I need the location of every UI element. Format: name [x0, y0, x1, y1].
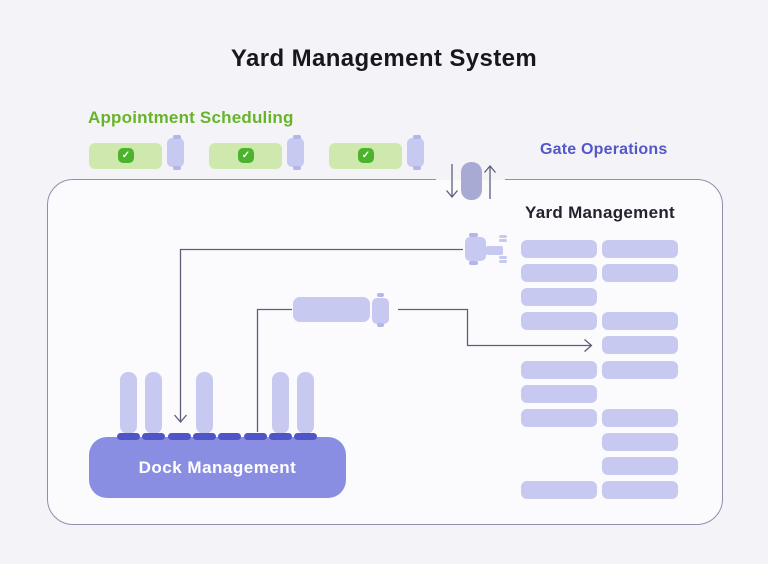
dock-door	[218, 433, 242, 440]
docked-trailer	[145, 372, 163, 434]
yard-slot	[602, 432, 678, 451]
wheel-icon	[469, 261, 478, 265]
tractor-cab	[465, 237, 486, 261]
docked-trailer	[120, 372, 137, 434]
yard-slot	[602, 264, 678, 283]
gate-operations-label: Gate Operations	[540, 141, 668, 158]
dock-door	[142, 433, 166, 440]
docked-trailer	[297, 372, 315, 434]
dock-door	[268, 433, 292, 440]
dock-door	[243, 433, 267, 440]
moving-truck-icon	[293, 292, 396, 328]
yard-slot	[521, 408, 597, 427]
yard-slot	[602, 456, 678, 475]
dock-door	[192, 433, 216, 440]
check-icon: ✓	[118, 148, 134, 163]
scheduled-truck-2: ✓	[209, 135, 304, 171]
truck-trailer	[293, 297, 370, 322]
gate-icon	[461, 162, 482, 200]
dock-door	[117, 433, 140, 440]
yard-slot	[521, 288, 597, 307]
truck-cab	[167, 138, 184, 167]
wheel-icon	[499, 256, 507, 259]
yard-slot	[521, 264, 597, 283]
yard-slot	[602, 360, 678, 379]
wheel-icon	[499, 260, 507, 263]
yard-slot	[521, 312, 597, 331]
page-title: Yard Management System	[230, 45, 538, 72]
yard-tractor-icon	[465, 233, 507, 266]
docked-trailer	[195, 372, 213, 434]
yard-slot	[521, 481, 597, 499]
wheel-icon	[377, 323, 384, 327]
dock-door	[167, 433, 191, 440]
dock-door	[294, 433, 318, 440]
tractor-hitch	[486, 246, 503, 255]
wheel-icon	[377, 293, 384, 297]
wheel-icon	[413, 166, 421, 170]
docked-trailer	[271, 372, 289, 434]
yard-slot	[602, 481, 678, 499]
yard-slot	[602, 408, 678, 427]
wheel-icon	[499, 235, 507, 238]
yard-slot	[521, 360, 597, 379]
yard-slot	[521, 240, 597, 258]
truck-cab	[287, 138, 304, 167]
wheel-icon	[293, 166, 301, 170]
truck-cab	[407, 138, 424, 167]
truck-cab	[372, 298, 389, 324]
dock-management-box: Dock Management	[89, 437, 346, 498]
yard-slot	[602, 240, 678, 258]
yard-slot	[602, 312, 678, 331]
scheduled-truck-1: ✓	[89, 135, 184, 171]
wheel-icon	[413, 135, 421, 139]
dock-management-label: Dock Management	[138, 457, 297, 477]
wheel-icon	[293, 135, 301, 139]
appointment-scheduling-label: Appointment Scheduling	[88, 108, 294, 127]
check-icon: ✓	[238, 148, 254, 163]
wheel-icon	[499, 239, 507, 242]
wheel-icon	[469, 233, 478, 237]
yard-slot	[602, 336, 678, 355]
wheel-icon	[173, 166, 181, 170]
yard-management-label: Yard Management	[525, 203, 675, 222]
check-icon: ✓	[358, 148, 374, 163]
scheduled-truck-3: ✓	[329, 135, 424, 171]
wheel-icon	[173, 135, 181, 139]
yard-slot	[521, 384, 597, 403]
